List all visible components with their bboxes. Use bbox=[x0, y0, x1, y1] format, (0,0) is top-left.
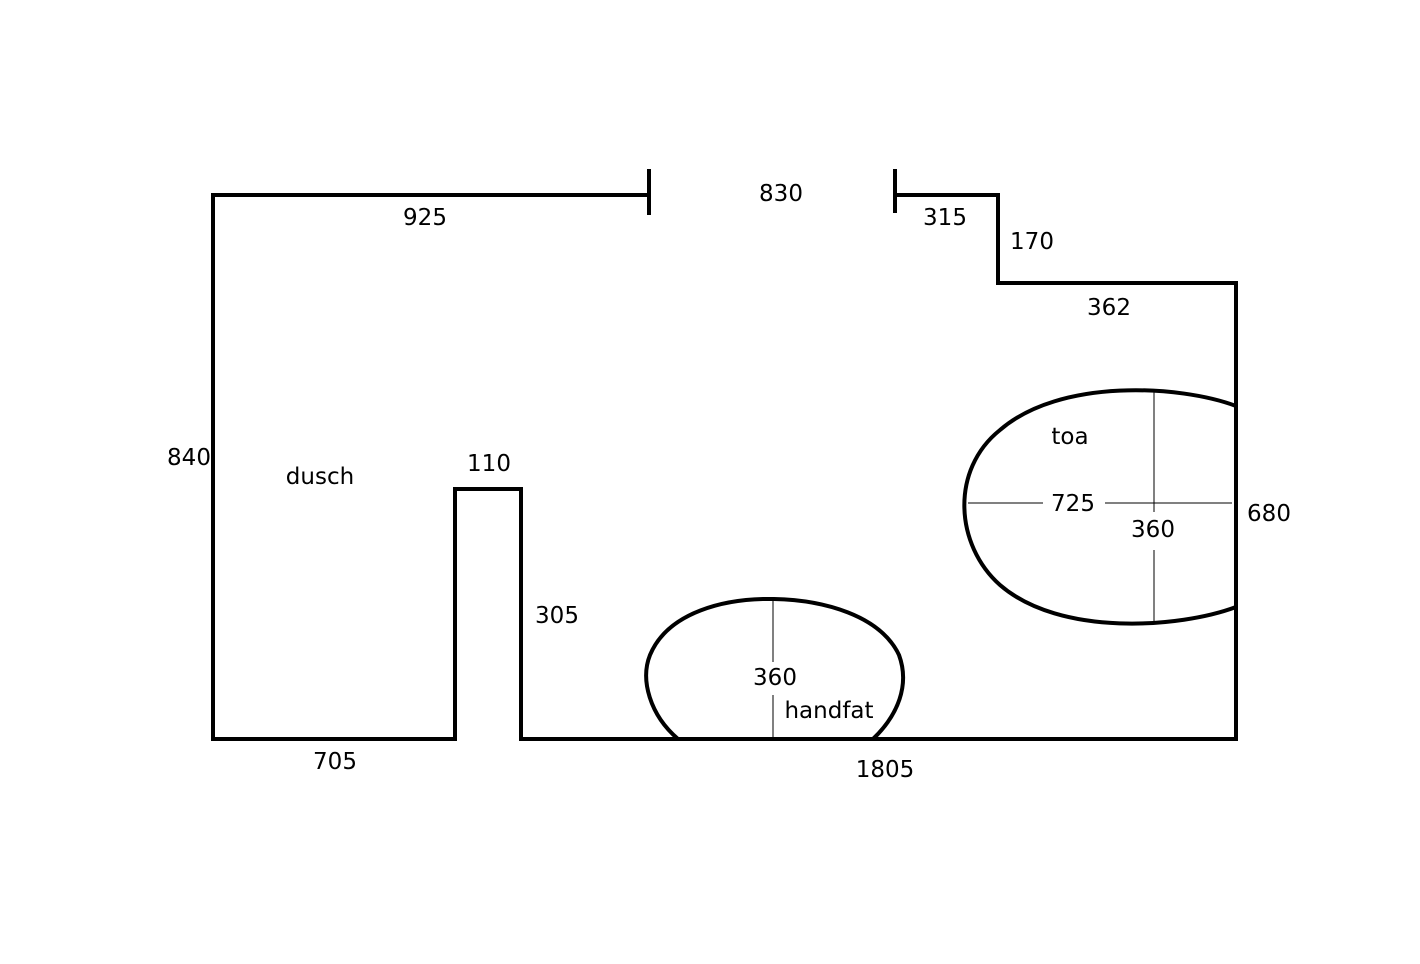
dim-step-horizontal: 362 bbox=[1087, 295, 1131, 321]
dim-bottom-left-wall: 705 bbox=[313, 749, 357, 775]
wall-outline-left bbox=[211, 193, 1238, 741]
room-shower-label: dusch bbox=[286, 464, 354, 490]
dim-top-right-wall: 315 bbox=[923, 205, 967, 231]
dim-right-wall: 680 bbox=[1247, 501, 1291, 527]
sink-label: handfat bbox=[784, 698, 873, 724]
dim-left-wall: 840 bbox=[167, 445, 211, 471]
dim-step-vertical: 170 bbox=[1010, 229, 1054, 255]
toilet-label: toa bbox=[1051, 424, 1088, 450]
dim-bottom-right-wall: 1805 bbox=[856, 757, 915, 783]
toilet-length: 725 bbox=[1051, 491, 1095, 517]
sink-ellipse bbox=[644, 596, 905, 741]
sink-depth: 360 bbox=[753, 665, 797, 691]
dim-door-opening: 830 bbox=[759, 181, 803, 207]
dim-partition-width: 110 bbox=[467, 451, 511, 477]
toilet-width: 360 bbox=[1131, 517, 1175, 543]
dim-partition-height: 305 bbox=[535, 603, 579, 629]
dim-top-left-wall: 925 bbox=[403, 205, 447, 231]
toilet-ellipse bbox=[962, 388, 1237, 626]
